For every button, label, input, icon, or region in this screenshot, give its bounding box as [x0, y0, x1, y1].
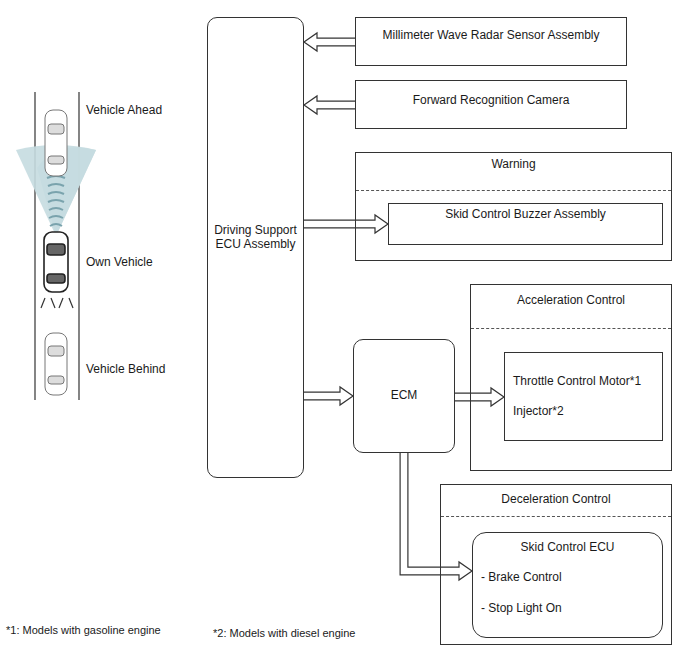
actuator-box: Throttle Control Motor*1Injector*2: [504, 352, 663, 441]
skid-ecu-box: Skid Control ECU - Brake Control - Stop Li…: [472, 532, 663, 638]
node-text: Throttle Control Motor*1: [513, 374, 641, 388]
hollow-arrow: [304, 96, 355, 114]
node-text: Acceleration Control: [475, 293, 667, 307]
divider-line: [441, 516, 671, 517]
footnote: *1: Models with gasoline engine: [6, 623, 161, 637]
node-text: - Stop Light On: [481, 601, 562, 615]
node-text: Skid Control Buzzer Assembly: [393, 207, 658, 221]
node-text: Skid Control ECU: [477, 540, 658, 554]
hollow-arrow: [304, 215, 388, 233]
ecu-box: Driving Support ECU Assembly: [207, 17, 304, 478]
node-text: Warning: [360, 157, 667, 171]
hollow-arrow: [455, 388, 504, 406]
node-text: - Brake Control: [481, 570, 562, 584]
vehicle-label: Own Vehicle: [86, 255, 153, 269]
hollow-arrow: [304, 33, 355, 51]
node-text: Injector*2: [513, 404, 564, 418]
vehicle-label: Vehicle Behind: [86, 362, 165, 376]
divider-line: [471, 328, 671, 329]
node-text: Deceleration Control: [445, 492, 667, 506]
node-text: Driving Support ECU Assembly: [212, 223, 299, 251]
control-band: Acceleration ControlThrottle Control Mot…: [470, 284, 672, 471]
vehicle-label: Vehicle Ahead: [86, 103, 162, 117]
sensor-box: Millimeter Wave Radar Sensor Assembly: [355, 17, 627, 66]
camera-box: Forward Recognition Camera: [355, 80, 627, 129]
node-text: Millimeter Wave Radar Sensor Assembly: [360, 28, 622, 42]
control-band: WarningSkid Control Buzzer Assembly: [355, 152, 672, 261]
control-band: Deceleration ControlSkid Control ECU - Br…: [440, 484, 672, 645]
buzzer-box: Skid Control Buzzer Assembly: [388, 203, 663, 245]
hollow-arrow: [304, 387, 353, 405]
node-text: Forward Recognition Camera: [360, 93, 622, 107]
ecm-box: ECM: [353, 339, 455, 453]
footnote: *2: Models with diesel engine: [213, 626, 355, 640]
node-text: ECM: [358, 388, 450, 402]
divider-line: [356, 190, 671, 191]
